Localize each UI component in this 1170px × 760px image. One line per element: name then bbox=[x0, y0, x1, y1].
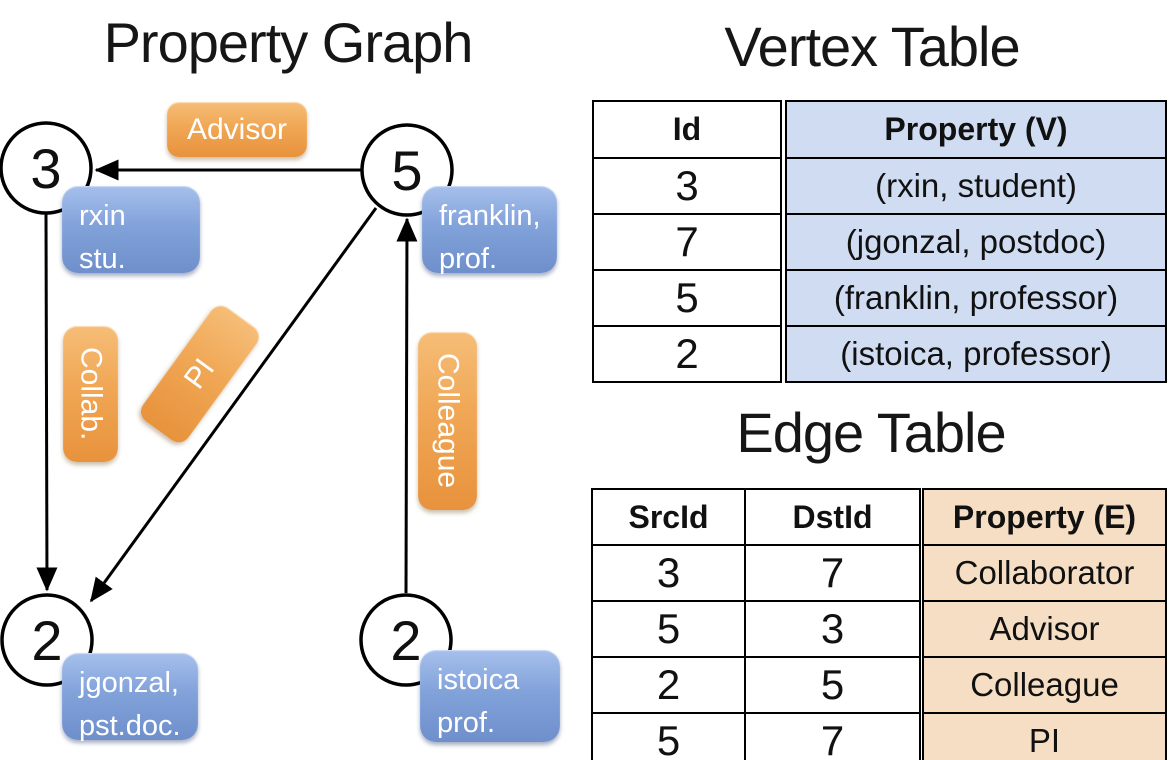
vertex-table-row-property: (jgonzal, postdoc) bbox=[785, 213, 1167, 271]
vertex-table-row-id: 2 bbox=[592, 325, 782, 383]
edge-table-row-property: Collaborator bbox=[922, 544, 1167, 602]
edge-table-header-dst: DstId bbox=[744, 488, 921, 546]
edge-label-advisor: Advisor bbox=[167, 102, 307, 157]
edge-table-id-columns: SrcId DstId 3 7 5 3 2 5 5 7 bbox=[591, 488, 921, 760]
vertex-label-istoica-line2: prof. bbox=[437, 707, 496, 739]
vertex-table-row-property: (rxin, student) bbox=[785, 157, 1167, 215]
edge-table-row-dst: 7 bbox=[744, 544, 921, 602]
edge-table-row-dst: 5 bbox=[744, 656, 921, 714]
vertex-table-property-column: Property (V) (rxin, student) (jgonzal, p… bbox=[785, 100, 1167, 383]
vertex-label-franklin-line1: franklin, bbox=[439, 200, 541, 232]
edge-arrow-colleague-2-to-5 bbox=[396, 217, 418, 594]
edge-table-row-dst: 7 bbox=[744, 712, 921, 760]
edge-table-row-property: Advisor bbox=[922, 600, 1167, 658]
edge-label-collab: Collab. bbox=[63, 326, 118, 462]
edge-label-collab-text: Collab. bbox=[74, 347, 108, 441]
graph-node-5-id: 5 bbox=[391, 139, 423, 202]
vertex-label-franklin: franklin, prof. bbox=[422, 186, 557, 275]
vertex-table-row-id: 5 bbox=[592, 269, 782, 327]
edge-table-row-src: 5 bbox=[591, 600, 746, 658]
vertex-label-rxin-line1: rxin bbox=[79, 200, 126, 232]
edge-label-pi-text: PI bbox=[177, 352, 222, 395]
vertex-table-row-property: (istoica, professor) bbox=[785, 325, 1167, 383]
graph-node-7-id: 2 bbox=[31, 609, 63, 672]
edge-arrow-pi-5-to-7 bbox=[89, 207, 378, 603]
vertex-label-istoica-line1: istoica bbox=[437, 664, 520, 696]
edge-table-row-dst: 3 bbox=[744, 600, 921, 658]
vertex-table-id-column: Id 3 7 5 2 bbox=[592, 100, 782, 383]
edge-table-property-column: Property (E) Collaborator Advisor Collea… bbox=[922, 488, 1167, 760]
vertex-label-rxin-line2: stu. bbox=[79, 243, 126, 275]
vertex-label-istoica: istoica prof. bbox=[420, 650, 560, 742]
edge-table-header-src: SrcId bbox=[591, 488, 746, 546]
edge-arrow-collab-3-to-7 bbox=[36, 213, 58, 592]
edge-table-row-src: 2 bbox=[591, 656, 746, 714]
edge-table-row-src: 3 bbox=[591, 544, 746, 602]
vertex-label-rxin: rxin stu. bbox=[62, 186, 200, 275]
vertex-table-row-id: 3 bbox=[592, 157, 782, 215]
edge-label-colleague: Colleague bbox=[418, 332, 477, 510]
vertex-label-jgonzal-line1: jgonzal, bbox=[79, 667, 179, 699]
vertex-label-jgonzal: jgonzal, pst.doc. bbox=[62, 653, 198, 742]
edge-table-title: Edge Table bbox=[736, 401, 1006, 464]
edge-table-row-src: 5 bbox=[591, 712, 746, 760]
vertex-table-row-id: 7 bbox=[592, 213, 782, 271]
edge-table-row-property: PI bbox=[922, 712, 1167, 760]
vertex-table-title: Vertex Table bbox=[724, 15, 1020, 78]
edge-label-colleague-text: Colleague bbox=[431, 353, 465, 489]
graph-node-3-id: 3 bbox=[30, 137, 62, 200]
vertex-table-header-property: Property (V) bbox=[785, 100, 1167, 159]
vertex-table-header-id: Id bbox=[592, 100, 782, 159]
property-graph-title: Property Graph bbox=[103, 11, 474, 74]
edge-table-header-property: Property (E) bbox=[922, 488, 1167, 546]
vertex-label-franklin-line2: prof. bbox=[439, 243, 498, 275]
vertex-label-jgonzal-line2: pst.doc. bbox=[79, 710, 181, 742]
vertex-table-row-property: (franklin, professor) bbox=[785, 269, 1167, 327]
graph-node-2-id: 2 bbox=[390, 609, 422, 672]
edge-table-row-property: Colleague bbox=[922, 656, 1167, 714]
edge-label-advisor-text: Advisor bbox=[186, 112, 288, 146]
